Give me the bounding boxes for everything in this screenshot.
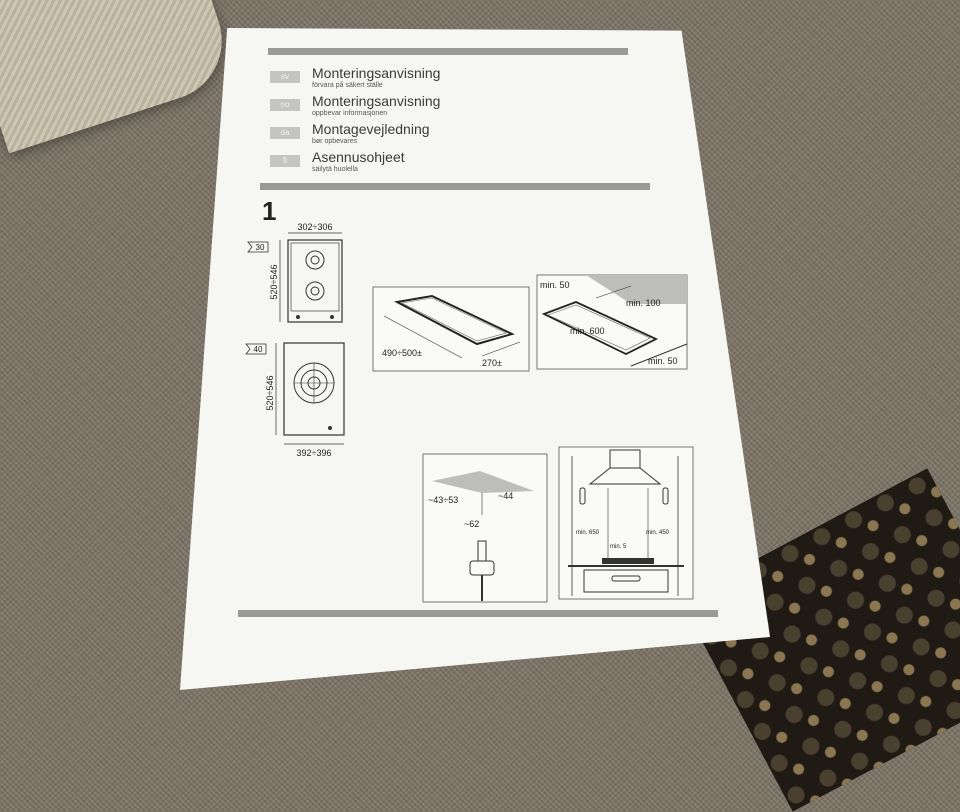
- gas-connection-figure: ~43÷53 ~44 ~62: [422, 453, 548, 603]
- hob-two-depth-label: 520÷546: [269, 265, 279, 300]
- language-title: Monteringsanvisning: [312, 93, 441, 109]
- section-number: 1: [262, 196, 277, 226]
- language-subtitle: säilytä huolella: [312, 166, 358, 173]
- hood-right-label: min. 450: [646, 530, 670, 536]
- clearance-top-label: min. 50: [540, 280, 570, 290]
- instruction-sheet: sv Monteringsanvisning förvara på säkert…: [180, 28, 770, 690]
- hood-left-label: min. 650: [576, 530, 600, 536]
- language-title: Monteringsanvisning: [312, 65, 441, 81]
- gas-height-label: ~62: [464, 519, 479, 529]
- language-subtitle: förvara på säkert ställe: [312, 82, 383, 89]
- hood-gap-label: min. 5: [610, 544, 627, 550]
- depth-badge-icon: [245, 343, 267, 355]
- hob-two-burner-figure: 302÷306 520÷546 30: [247, 222, 343, 323]
- background-cloth: [0, 0, 238, 154]
- section-bar: [260, 183, 650, 190]
- clearance-figure: min. 50 min. 100 min. 600 min. 50: [536, 274, 688, 370]
- hob-wok-badge: 40: [254, 345, 263, 354]
- hob-two-width-label: 302÷306: [298, 222, 333, 232]
- cutout-figure: 490÷500± 270±: [372, 286, 530, 372]
- language-code: sv: [270, 71, 300, 83]
- clearance-front-label: min. 600: [570, 326, 605, 336]
- header-bar: [268, 48, 628, 55]
- depth-badge-icon: [247, 241, 269, 253]
- language-subtitle: bør opbevares: [312, 138, 358, 145]
- hob-wok-figure: 392÷396 520÷546 40: [245, 342, 345, 458]
- clearance-side-label: min. 100: [626, 298, 661, 308]
- cutout-length-label: 490÷500±: [382, 348, 422, 358]
- footer-bar: [238, 610, 718, 617]
- hob-wok-depth-label: 520÷546: [265, 376, 275, 411]
- cutout-width-label: 270±: [482, 358, 502, 368]
- language-code: da: [270, 127, 300, 139]
- language-title: Asennusohjeet: [312, 149, 405, 165]
- language-subtitle: oppbevar informasjonen: [312, 110, 388, 117]
- gas-angle-label: ~43÷53: [428, 495, 458, 505]
- language-title: Montagevejledning: [312, 121, 430, 137]
- gas-offset-label: ~44: [498, 491, 513, 501]
- language-code: no: [270, 99, 300, 111]
- clearance-bottom-label: min. 50: [648, 356, 678, 366]
- hob-two-badge: 30: [256, 243, 265, 252]
- hob-wok-width-label: 392÷396: [297, 448, 332, 458]
- language-code: fi: [270, 155, 300, 167]
- hood-figure: min. 650 min. 450 min. 5: [558, 446, 694, 600]
